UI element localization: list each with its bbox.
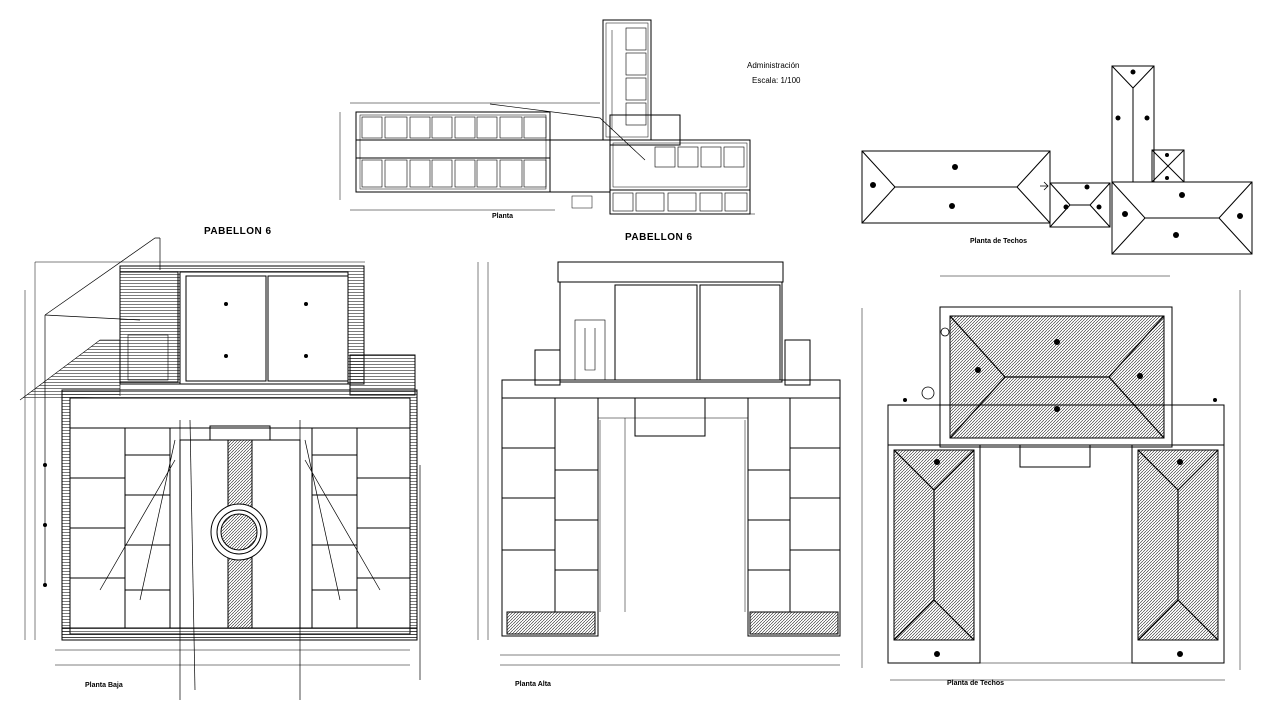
upper-floor-pavilion-title: PABELLON 6: [625, 232, 693, 243]
admin-scale: Escala: 1/100: [752, 76, 801, 85]
upper-floor-plan: [477, 261, 841, 666]
ground-floor-plan-label: Planta Baja: [85, 682, 123, 689]
ground-floor-pavilion-title: PABELLON 6: [204, 226, 272, 237]
admin-title: Administración: [747, 61, 800, 70]
top-roof-plan-label: Planta de Techos: [970, 238, 1028, 245]
admin-floor-plan: [339, 19, 755, 215]
bottom-roof-plan-label: Planta de Techos: [947, 680, 1005, 687]
admin-plan-label: Planta: [492, 213, 514, 220]
top-roof-plan: [861, 65, 1253, 255]
ground-floor-plan: [19, 237, 421, 700]
upper-floor-plan-label: Planta Alta: [515, 681, 551, 688]
bottom-roof-plan: [861, 275, 1241, 681]
